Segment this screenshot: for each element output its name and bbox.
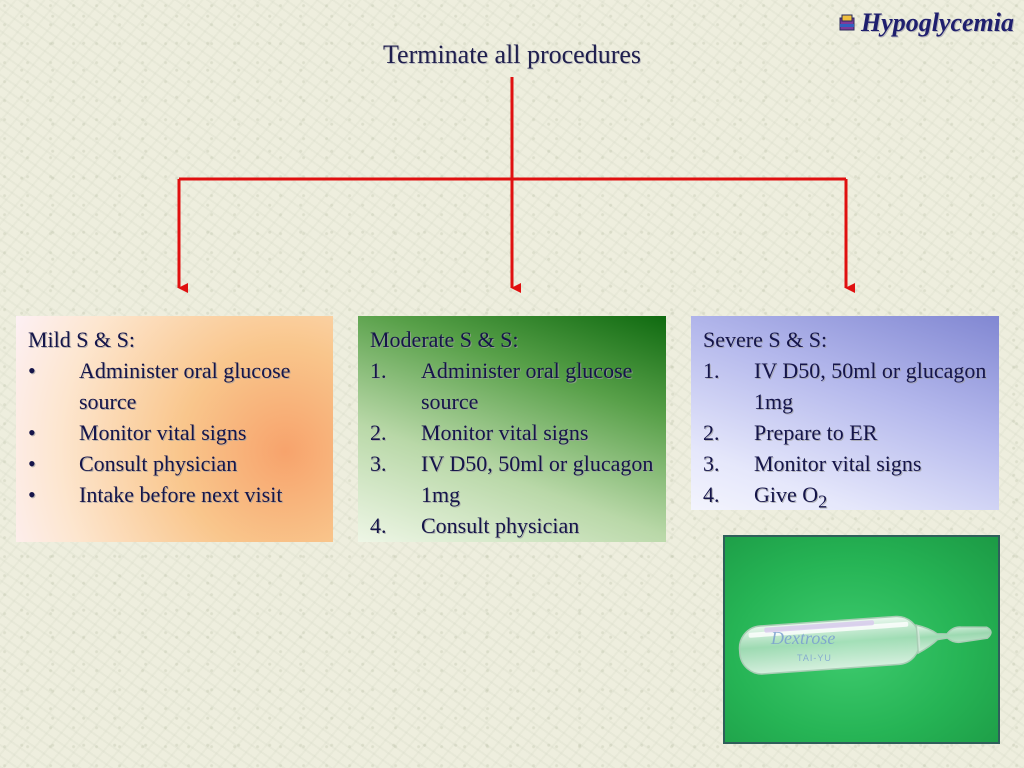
book-icon	[839, 14, 855, 31]
list-item-text: IV D50, 50ml or glucagon 1mg	[754, 358, 987, 414]
slide-title-text: Hypoglycemia	[860, 8, 1014, 37]
list-item-text: Consult physician	[79, 451, 238, 476]
list-item-text: Monitor vital signs	[79, 420, 247, 445]
list-item-text: Administer oral glucose source	[421, 358, 633, 414]
oxygen-subscript: 2	[818, 491, 828, 512]
list-item: 3. Monitor vital signs	[703, 448, 991, 479]
mild-header: Mild S & S:	[28, 327, 135, 352]
slide-title: Hypoglycemia	[837, 8, 1014, 38]
ampoule-maker-label: TAI-YU	[797, 653, 832, 663]
bullet-marker: •	[28, 482, 36, 507]
give-o-text: Give O	[754, 482, 819, 507]
mild-list: • Administer oral glucose source • Monit…	[28, 355, 325, 510]
list-item: • Administer oral glucose source	[28, 355, 325, 417]
mild-box: Mild S & S: • Administer oral glucose so…	[16, 316, 333, 542]
list-item: 3. IV D50, 50ml or glucagon 1mg	[370, 448, 658, 510]
bullet-marker: •	[28, 358, 36, 383]
root-node-label: Terminate all procedures	[382, 40, 642, 69]
ampoule-illustration: Dextrose TAI-YU	[738, 615, 992, 675]
severe-box: Severe S & S: 1. IV D50, 50ml or glucago…	[691, 316, 999, 511]
list-item-text: IV D50, 50ml or glucagon 1mg	[421, 451, 654, 507]
list-item-text: Administer oral glucose source	[79, 358, 291, 414]
list-item-text: Monitor vital signs	[421, 420, 589, 445]
list-item-text: Intake before next visit	[79, 482, 283, 507]
list-number: 3.	[370, 451, 387, 476]
list-item: 2. Prepare to ER	[703, 417, 991, 448]
list-item: • Intake before next visit	[28, 479, 325, 510]
moderate-box: Moderate S & S: 1. Administer oral gluco…	[358, 316, 666, 542]
dextrose-ampoule-photo: Dextrose TAI-YU	[723, 535, 1000, 744]
list-item: • Consult physician	[28, 448, 325, 479]
list-number: 2.	[703, 420, 720, 445]
list-item-text: Prepare to ER	[754, 420, 878, 445]
list-item: 2. Monitor vital signs	[370, 417, 658, 448]
list-number: 4.	[370, 513, 387, 538]
bullet-marker: •	[28, 451, 36, 476]
list-number: 1.	[703, 358, 720, 383]
list-number: 2.	[370, 420, 387, 445]
list-item: • Monitor vital signs	[28, 417, 325, 448]
list-number: 1.	[370, 358, 387, 383]
moderate-list: 1. Administer oral glucose source 2. Mon…	[370, 355, 658, 541]
list-item-text: Consult physician	[421, 513, 580, 538]
list-item: 4. Give O2	[703, 479, 991, 517]
moderate-header: Moderate S & S:	[370, 327, 519, 352]
list-item-text: Monitor vital signs	[754, 451, 922, 476]
ampoule-brand-label: Dextrose	[770, 628, 835, 648]
list-item: 4. Consult physician	[370, 510, 658, 541]
bullet-marker: •	[28, 420, 36, 445]
severe-header: Severe S & S:	[703, 327, 828, 352]
severe-list: 1. IV D50, 50ml or glucagon 1mg 2. Prepa…	[703, 355, 991, 517]
list-item-text: Give O2	[754, 479, 991, 517]
list-item: 1. Administer oral glucose source	[370, 355, 658, 417]
list-number: 4.	[703, 482, 720, 507]
list-item: 1. IV D50, 50ml or glucagon 1mg	[703, 355, 991, 417]
list-number: 3.	[703, 451, 720, 476]
